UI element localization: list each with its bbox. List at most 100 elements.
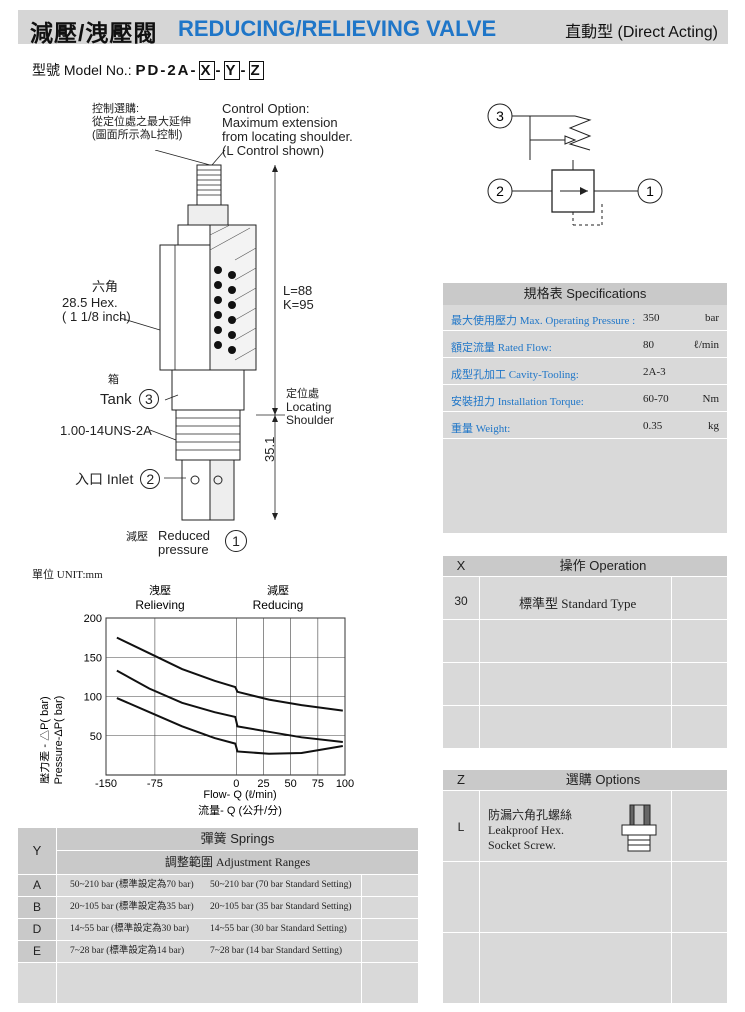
chart-label-reducing-zh: 減壓 — [267, 583, 289, 597]
spec-value: 0.35 — [643, 420, 663, 432]
spring-row: B 20~105 bar (標準設定為35 bar) 20~105 bar (3… — [18, 897, 418, 918]
spring-range-en: 14~55 bar (30 bar Standard Setting) — [210, 924, 347, 934]
operation-title: 操作 Operation — [479, 556, 727, 576]
chart-x-tick: 25 — [257, 778, 269, 790]
spring-row: E 7~28 bar (標準設定為14 bar) 7~28 bar (14 ba… — [18, 941, 418, 962]
spec-label: 重量 Weight: — [451, 423, 511, 435]
spring-range-zh: 20~105 bar (標準設定為35 bar) — [70, 902, 194, 912]
operation-code: 30 — [454, 594, 468, 608]
spec-value: 80 — [643, 339, 654, 351]
spec-row: 額定流量 Rated Flow: 80 ℓ/min — [443, 332, 727, 358]
chart-y-tick: 150 — [84, 652, 102, 664]
springs-col-y: Y — [18, 828, 56, 874]
hex-zh: 六角 — [92, 279, 119, 294]
spring-code: A — [18, 875, 56, 896]
inlet-label: 入口 Inlet 2 — [75, 469, 161, 489]
spring-code: D — [18, 919, 56, 940]
chart-x-tick: -75 — [147, 778, 163, 790]
spec-value: 60-70 — [643, 393, 669, 405]
port-2-badge: 2 — [140, 469, 161, 489]
page-header: 減壓/洩壓閥 REDUCING/RELIEVING VALVE 直動型 (Dir… — [18, 10, 728, 46]
symbol-port-1: 1 — [646, 183, 654, 199]
chart-y-tick: 100 — [84, 692, 102, 704]
spec-row: 安裝扭力 Installation Torque: 60-70 Nm — [443, 386, 727, 412]
options-table: Z 選購 Options L 防漏六角孔螺絲 Leakproof Hex. So… — [443, 770, 727, 1003]
chart-label-relieving-zh: 洩壓 — [149, 583, 171, 597]
operation-col-x: X — [443, 556, 479, 576]
symbol-port-2: 2 — [496, 183, 504, 199]
chart-x-tick: 100 — [336, 778, 354, 790]
model-number: 型號 Model No.: PD-2A-X-Y-Z — [32, 60, 265, 80]
chart-x-tick: -150 — [95, 778, 117, 790]
port-1-badge: 1 — [225, 530, 247, 552]
spec-unit: bar — [704, 312, 719, 324]
model-label: 型號 Model No.: — [32, 62, 132, 78]
chart-y-tick: 50 — [90, 731, 102, 743]
chart-label-relieving: Relieving — [135, 598, 184, 612]
spring-range-en: 20~105 bar (35 bar Standard Setting) — [210, 902, 352, 912]
operation-table: X 操作 Operation 30 標準型 Standard Type — [443, 556, 727, 748]
model-code: PD-2A-X-Y-Z — [135, 61, 264, 80]
chart-xlabel-en: Flow- Q (ℓ/min) — [203, 789, 276, 801]
spring-row: D 14~55 bar (標準設定為30 bar) 14~55 bar (30 … — [18, 919, 418, 940]
spring-code: B — [18, 897, 56, 918]
chart-xlabel-zh: 流量- Q (公升/分) — [198, 803, 282, 817]
spec-label: 安裝扭力 Installation Torque: — [451, 396, 584, 408]
pressure-flow-chart: 洩壓 Relieving 減壓 Reducing 壓力差 - △P( bar) … — [40, 583, 354, 817]
hydraulic-symbol: 3 2 1 — [487, 103, 663, 226]
symbol-port-3: 3 — [496, 108, 504, 124]
springs-table: Y 彈簧 Springs 調整範圍 Adjustment Ranges A 50… — [18, 828, 418, 1003]
spring-code: E — [18, 941, 56, 962]
spring-range-zh: 7~28 bar (標準設定為14 bar) — [70, 946, 185, 956]
specifications-table: 規格表 Specifications 最大使用壓力 Max. Operating… — [443, 283, 727, 533]
specs-body: 最大使用壓力 Max. Operating Pressure : 350 bar… — [443, 305, 727, 533]
valve-cross-section — [119, 150, 285, 521]
reduced-zh: 減壓 — [126, 531, 148, 543]
option-desc: 防漏六角孔螺絲 Leakproof Hex. Socket Screw. — [488, 808, 573, 852]
springs-subtitle: 調整範圍 Adjustment Ranges — [57, 851, 418, 874]
chart-series-line-3 — [116, 697, 343, 755]
springs-title: 彈簧 Springs — [57, 828, 418, 850]
spec-label: 額定流量 Rated Flow: — [451, 342, 552, 354]
chart-ylabel-en: Pressure-ΔP( bar) — [53, 696, 65, 785]
thread-spec: 1.00-14UNS-2A — [60, 423, 152, 438]
specs-title: 規格表 Specifications — [443, 283, 727, 305]
spring-range-en: 7~28 bar (14 bar Standard Setting) — [210, 946, 343, 956]
spec-unit: kg — [708, 420, 719, 432]
chart-ylabel-zh: 壓力差 - △P( bar) — [40, 696, 51, 783]
spec-row: 成型孔加工 Cavity-Tooling: 2A-3 — [443, 359, 727, 385]
chart-series-line-1 — [116, 636, 343, 712]
reduced-pressure: Reduced pressure — [158, 528, 211, 557]
spring-range-zh: 50~210 bar (標準設定為70 bar) — [70, 880, 194, 890]
chart-label-reducing: Reducing — [253, 598, 304, 612]
spec-label: 成型孔加工 Cavity-Tooling: — [451, 369, 579, 381]
valve-type: 直動型 (Direct Acting) — [565, 24, 718, 41]
options-col-z: Z — [443, 770, 479, 790]
port-3-badge: 3 — [138, 389, 159, 409]
spec-value: 2A-3 — [643, 366, 666, 378]
tank-label: Tank 3 — [100, 389, 159, 409]
spec-row: 最大使用壓力 Max. Operating Pressure : 350 bar — [443, 305, 727, 331]
unit-label: 單位 UNIT:mm — [32, 569, 103, 581]
hex-size: 28.5 Hex. ( 1 1/8 inch) — [62, 295, 131, 324]
title-en: REDUCING/RELIEVING VALVE — [178, 16, 497, 41]
spec-unit: ℓ/min — [693, 339, 719, 351]
spec-label: 最大使用壓力 Max. Operating Pressure : — [451, 315, 636, 327]
locating-shoulder: 定位處 Locating Shoulder — [286, 388, 335, 427]
chart-y-tick: 200 — [84, 613, 102, 625]
spec-row: 重量 Weight: 0.35 kg — [443, 413, 727, 439]
spring-row: A 50~210 bar (標準設定為70 bar) 50~210 bar (7… — [18, 875, 418, 896]
control-option-zh: 控制選購: 從定位處之最大延伸 (圖面所示為L控制) — [92, 103, 191, 141]
chart-x-tick: 50 — [285, 778, 297, 790]
spring-range-en: 50~210 bar (70 bar Standard Setting) — [210, 880, 352, 890]
spec-unit: Nm — [702, 393, 720, 405]
chart-series-line-2 — [116, 669, 343, 744]
control-option-en: Control Option: Maximum extension from l… — [222, 101, 353, 158]
options-title: 選購 Options — [479, 770, 727, 790]
operation-desc: 標準型 Standard Type — [519, 596, 637, 611]
chart-x-tick: 75 — [312, 778, 324, 790]
title-zh: 減壓/洩壓閥 — [30, 20, 158, 46]
option-code: L — [457, 820, 465, 834]
hex-socket-screw-icon — [621, 804, 657, 852]
dimension-l-k: L=88 K=95 — [283, 283, 314, 312]
